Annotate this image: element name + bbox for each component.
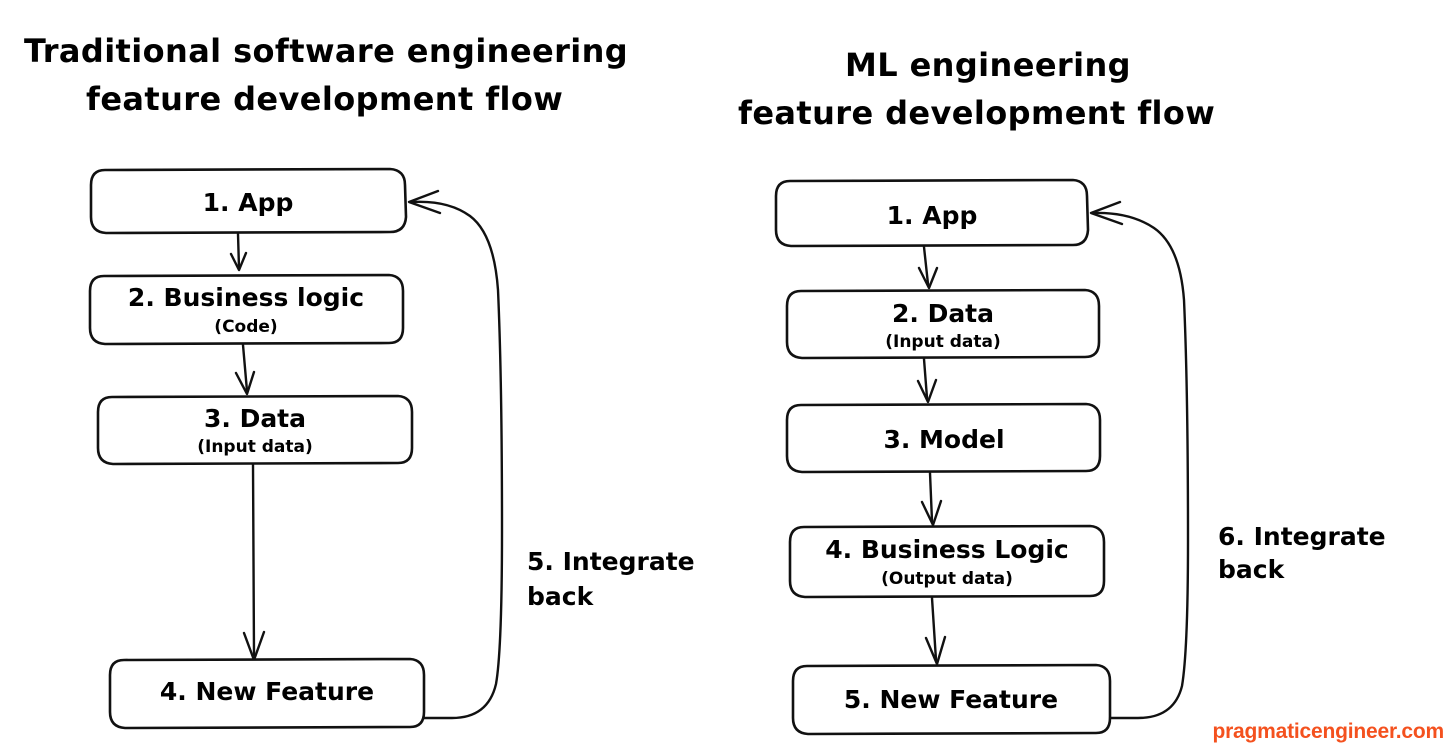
node-box xyxy=(788,524,1106,599)
arrow-ml-business-logic-to-new-feature xyxy=(924,596,947,666)
arrow-ml-model-to-business-logic xyxy=(920,471,943,527)
loop-arrow-traditional-integrate-back xyxy=(407,189,504,720)
arrow-ml-data-to-model xyxy=(916,357,938,404)
node-sublabel: (Output data) xyxy=(881,569,1013,589)
node-box xyxy=(96,394,414,466)
arrow-ml-app-to-data xyxy=(917,245,939,290)
traditional-title-line2: feature development flow xyxy=(86,80,563,118)
arrow-business-logic-to-data xyxy=(234,343,256,396)
node-ml-model[interactable]: 3. Model xyxy=(785,402,1102,474)
node-ml-business-logic[interactable]: 4. Business Logic (Output data) xyxy=(788,524,1106,599)
node-box xyxy=(791,663,1112,736)
node-label: 4. New Feature xyxy=(160,677,374,706)
node-label: 4. Business Logic xyxy=(825,535,1069,564)
node-ml-app[interactable]: 1. App xyxy=(774,178,1090,248)
node-box xyxy=(785,402,1102,474)
node-sublabel: (Code) xyxy=(214,317,277,337)
traditional-loop-label-line2: back xyxy=(527,582,595,611)
node-label: 2. Business logic xyxy=(128,283,364,312)
arrow-data-to-new-feature xyxy=(242,462,266,662)
watermark: pragmaticengineer.com xyxy=(1212,720,1444,743)
arrow-app-to-business-logic xyxy=(229,232,248,272)
node-traditional-new-feature[interactable]: 4. New Feature xyxy=(108,657,426,730)
node-box xyxy=(89,167,408,235)
loop-arrow-ml-integrate-back xyxy=(1089,200,1190,720)
node-traditional-data[interactable]: 3. Data (Input data) xyxy=(96,394,414,466)
ml-title-line2: feature development flow xyxy=(738,94,1215,132)
node-box xyxy=(785,288,1101,360)
node-label: 3. Data xyxy=(204,404,306,433)
traditional-title-line1: Traditional software engineering xyxy=(24,32,628,70)
node-ml-new-feature[interactable]: 5. New Feature xyxy=(791,663,1112,736)
ml-loop-label-line2: back xyxy=(1218,555,1286,584)
node-sublabel: (Input data) xyxy=(885,332,1001,352)
node-label: 2. Data xyxy=(892,299,994,328)
node-ml-data[interactable]: 2. Data (Input data) xyxy=(785,288,1101,360)
node-sublabel: (Input data) xyxy=(197,437,313,457)
node-box xyxy=(774,178,1090,248)
node-label: 5. New Feature xyxy=(844,685,1058,714)
node-label: 1. App xyxy=(203,188,294,217)
node-traditional-app[interactable]: 1. App xyxy=(89,167,408,235)
node-traditional-business-logic[interactable]: 2. Business logic (Code) xyxy=(88,273,405,346)
node-box xyxy=(88,273,405,346)
ml-diagram: ML engineering feature development flow … xyxy=(738,46,1386,736)
node-label: 3. Model xyxy=(883,425,1004,454)
traditional-diagram: Traditional software engineering feature… xyxy=(24,32,695,730)
node-box xyxy=(108,657,426,730)
ml-loop-label-line1: 6. Integrate xyxy=(1218,522,1386,551)
node-label: 1. App xyxy=(887,201,978,230)
ml-title-line1: ML engineering xyxy=(845,46,1131,84)
traditional-loop-label-line1: 5. Integrate xyxy=(527,547,695,576)
